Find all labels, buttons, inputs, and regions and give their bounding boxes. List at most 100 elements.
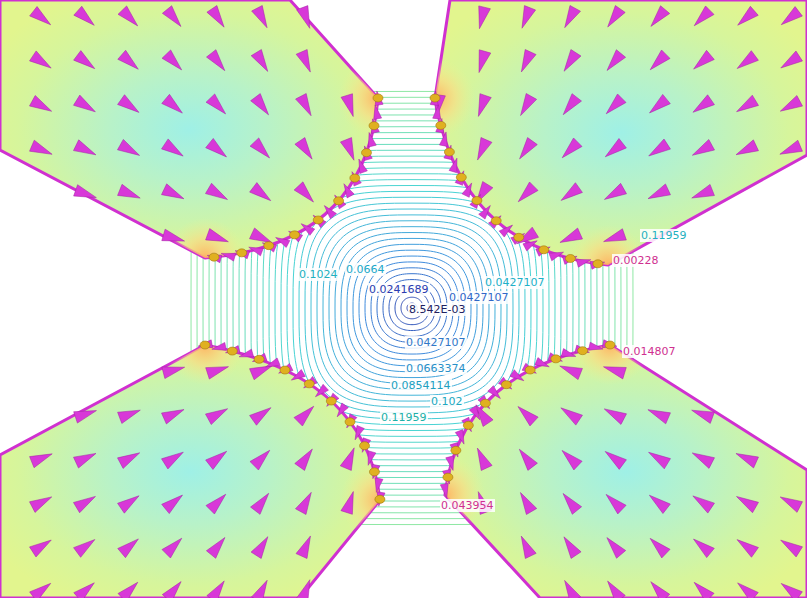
- field-arrow: [301, 224, 315, 236]
- field-arrow: [118, 410, 141, 423]
- field-arrow: [117, 453, 139, 469]
- field-arrow: [565, 5, 581, 27]
- field-arrow: [649, 495, 670, 513]
- field-arrow: [518, 182, 538, 202]
- field-arrow: [605, 451, 626, 469]
- field-arrow: [304, 376, 318, 388]
- contour-value: 0.00228: [612, 254, 660, 267]
- contour-value: 0.102: [430, 395, 464, 408]
- field-arrow: [295, 449, 313, 470]
- field-arrow: [692, 184, 715, 198]
- field-arrow: [605, 138, 626, 156]
- field-arrow: [607, 50, 626, 71]
- field-arrow: [118, 496, 140, 513]
- field-arrow: [604, 183, 626, 199]
- field-arrow: [692, 139, 714, 155]
- field-arrow: [563, 94, 581, 115]
- field-arrow: [206, 138, 227, 157]
- field-arrow: [296, 50, 310, 73]
- field-arrow: [249, 247, 264, 256]
- field-arrow: [162, 229, 185, 241]
- field-arrow: [206, 494, 226, 514]
- field-arrow: [692, 410, 715, 423]
- contour-line: [317, 215, 507, 401]
- field-arrow: [780, 140, 803, 154]
- field-arrow: [162, 538, 182, 558]
- contour-value: 0.1024: [298, 268, 339, 281]
- field-arrow: [565, 580, 581, 598]
- field-arrow: [74, 51, 95, 69]
- field-arrow: [576, 259, 591, 267]
- field-arrow: [440, 483, 448, 497]
- field-arrow: [161, 452, 183, 469]
- field-arrow: [118, 6, 138, 26]
- field-arrow: [692, 453, 714, 468]
- field-arrow: [252, 5, 267, 27]
- field-arrow: [252, 580, 268, 598]
- surface-marker: [254, 355, 264, 363]
- field-arrow: [73, 496, 95, 512]
- electrode: [0, 0, 378, 258]
- field-arrow: [324, 206, 336, 219]
- field-arrow: [250, 183, 271, 201]
- field-arrow: [327, 393, 339, 406]
- field-arrow: [279, 363, 293, 373]
- field-arrow: [781, 7, 802, 25]
- contour-value: 0.0664: [345, 263, 386, 276]
- surface-marker: [313, 216, 323, 224]
- field-arrow: [564, 537, 581, 559]
- field-arrow: [522, 363, 536, 373]
- surface-marker: [369, 468, 379, 476]
- surface-marker: [480, 399, 490, 407]
- field-arrow: [375, 478, 383, 493]
- field-arrow: [498, 377, 511, 389]
- field-arrow: [162, 139, 184, 156]
- field-arrow: [449, 158, 457, 173]
- contour-line: [293, 191, 531, 424]
- field-arrow: [479, 50, 491, 73]
- field-arrow: [560, 228, 583, 242]
- field-arrow: [499, 225, 512, 237]
- field-arrow: [296, 536, 310, 559]
- field-arrow: [206, 229, 229, 242]
- contour-value: 0.11959: [640, 229, 688, 242]
- field-arrow: [266, 358, 280, 367]
- field-arrow: [479, 206, 491, 220]
- surface-marker: [200, 341, 210, 349]
- field-arrow: [250, 138, 269, 158]
- field-arrow: [511, 233, 525, 244]
- surface-marker: [350, 174, 360, 182]
- field-arrow: [73, 140, 95, 155]
- field-arrow: [562, 450, 582, 469]
- field-arrow: [781, 540, 803, 557]
- field-arrow: [296, 93, 312, 115]
- field-arrow: [205, 183, 227, 199]
- field-arrow: [73, 95, 95, 112]
- field-arrow: [562, 138, 582, 158]
- field-arrow: [250, 408, 271, 426]
- field-arrow: [341, 492, 353, 515]
- field-arrow: [738, 6, 759, 25]
- field-arrow: [359, 159, 367, 174]
- field-arrow: [488, 216, 501, 229]
- field-arrow: [561, 349, 576, 357]
- surface-marker: [443, 473, 453, 481]
- field-arrow: [446, 456, 454, 471]
- field-arrow: [694, 582, 714, 598]
- field-arrow: [780, 96, 802, 112]
- field-arrow: [340, 138, 354, 161]
- field-arrow: [162, 6, 181, 27]
- field-arrow: [607, 538, 626, 559]
- surface-marker: [209, 253, 219, 261]
- field-arrow: [73, 453, 95, 468]
- field-arrow: [478, 138, 492, 161]
- field-arrow: [276, 238, 290, 248]
- field-arrow: [589, 342, 604, 350]
- field-arrow: [780, 497, 802, 512]
- field-arrow: [694, 50, 715, 69]
- field-arrow: [603, 367, 626, 379]
- field-arrow: [650, 50, 670, 70]
- tip-glow: [165, 58, 418, 298]
- surface-marker: [361, 149, 371, 157]
- surface-marker: [369, 122, 379, 130]
